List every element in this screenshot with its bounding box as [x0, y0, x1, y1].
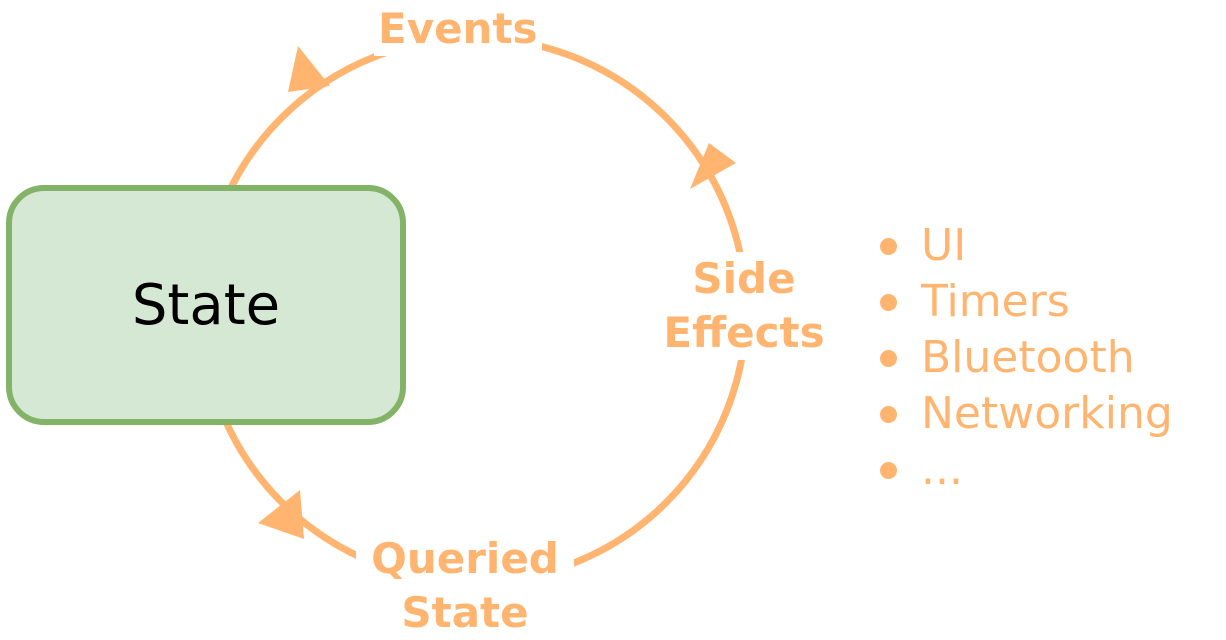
side-effects-label: Side Effects	[650, 252, 838, 360]
state-label: State	[131, 272, 281, 338]
bullet-icon	[880, 293, 897, 311]
list-item: Networking	[872, 386, 1173, 442]
events-label: Events	[374, 2, 542, 56]
bullet-icon	[880, 461, 897, 479]
arrow-side-effects	[690, 143, 736, 189]
arrow-queried-state	[258, 490, 304, 539]
list-item: ...	[872, 442, 1173, 498]
list-item-label: Networking	[921, 388, 1173, 439]
events-label-text: Events	[378, 4, 538, 53]
queried-state-label-line1: Queried	[371, 534, 559, 583]
bullet-icon	[880, 405, 897, 423]
side-effects-list: UI Timers Bluetooth Networking ...	[872, 218, 1173, 498]
list-item-label: UI	[921, 220, 967, 271]
list-item: UI	[872, 218, 1173, 274]
arrow-events	[288, 46, 330, 92]
list-item: Timers	[872, 274, 1173, 330]
list-item-label: ...	[921, 444, 963, 495]
queried-state-label: Queried State	[356, 532, 574, 640]
state-box: State	[6, 185, 406, 425]
side-effects-label-line2: Effects	[663, 308, 825, 357]
list-item-label: Timers	[921, 276, 1070, 327]
list-item-label: Bluetooth	[921, 332, 1135, 383]
list-item: Bluetooth	[872, 330, 1173, 386]
bullet-icon	[880, 349, 897, 367]
queried-state-label-line2: State	[401, 588, 529, 637]
side-effects-label-line1: Side	[692, 254, 796, 303]
bullet-icon	[880, 237, 897, 255]
